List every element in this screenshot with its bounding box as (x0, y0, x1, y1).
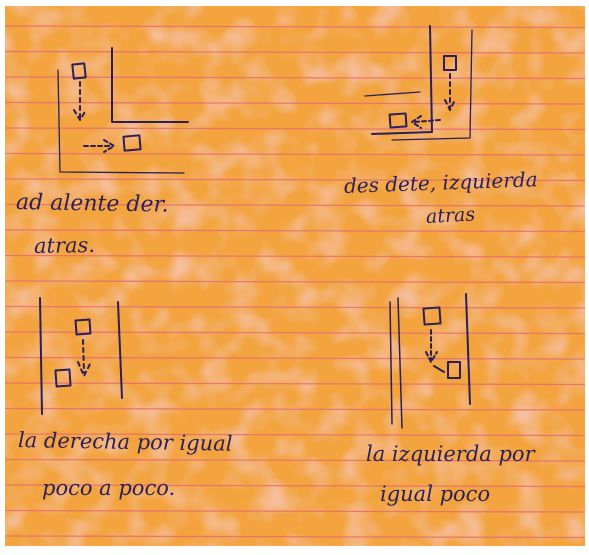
note-bottom-right-line1: la izquierda por (366, 444, 535, 465)
note-top-left-line2: atras. (34, 235, 95, 257)
note-top-right-line2: atras (426, 205, 476, 227)
note-bottom-left-line2: poco a poco. (42, 478, 175, 499)
note-bottom-right-line2: igual poco (380, 484, 490, 505)
note-bottom-left-line1: la derecha por igual (18, 430, 233, 455)
note-top-left-line1: ad alente der. (16, 192, 169, 217)
note-top-right-line1: des dete, izquierda (344, 169, 538, 196)
